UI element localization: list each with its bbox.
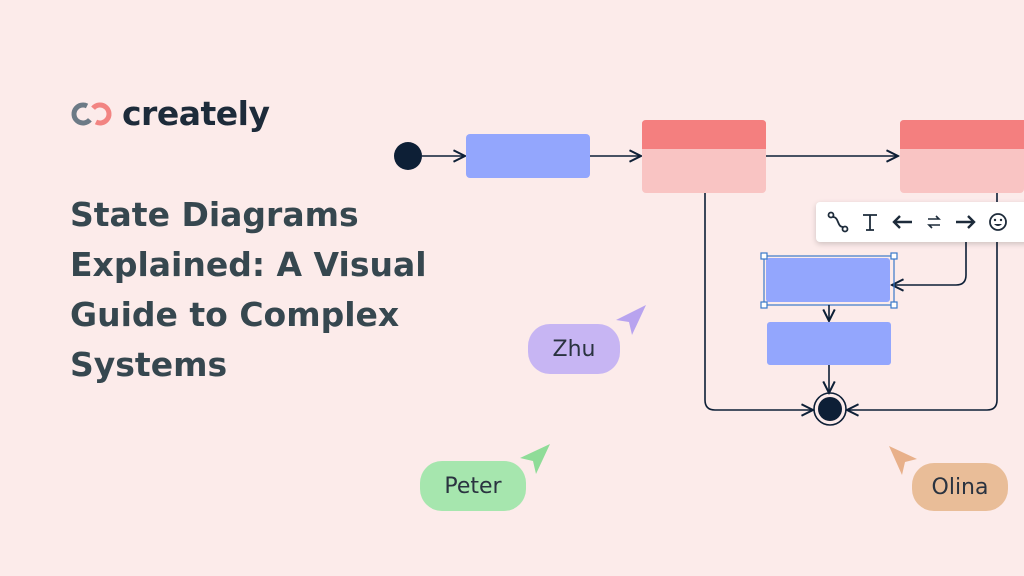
text-icon[interactable] — [854, 206, 886, 238]
resize-handle[interactable] — [760, 301, 768, 309]
state-box-blue[interactable] — [767, 322, 891, 365]
initial-state-node[interactable] — [394, 142, 422, 170]
transition-arrow — [704, 193, 813, 410]
resize-handle[interactable] — [890, 301, 898, 309]
peter-cursor-icon — [520, 444, 550, 474]
brand-name: creately — [122, 94, 270, 133]
collaborator-label-zhu: Zhu — [528, 324, 620, 374]
arrow-left-icon[interactable] — [886, 206, 918, 238]
olina-cursor-icon — [889, 446, 917, 475]
state-box-selected[interactable] — [760, 252, 898, 309]
swap-icon[interactable] — [918, 206, 950, 238]
state-box-red[interactable] — [642, 120, 766, 193]
final-state-node[interactable] — [813, 392, 847, 426]
transition-arrow — [847, 193, 998, 410]
collaborator-label-peter: Peter — [420, 461, 526, 511]
emoji-icon[interactable] — [982, 206, 1014, 238]
collaborator-label-olina: Olina — [912, 463, 1008, 511]
brand-logo: creately — [70, 94, 270, 133]
resize-handle[interactable] — [890, 252, 898, 260]
transition-arrow — [892, 242, 967, 285]
connector-icon[interactable] — [822, 206, 854, 238]
creately-logo-icon — [71, 101, 112, 125]
page-title: State Diagrams Explained: A Visual Guide… — [70, 195, 427, 384]
shape-toolbar — [816, 202, 1024, 242]
arrow-right-icon[interactable] — [950, 206, 982, 238]
resize-handle[interactable] — [760, 252, 768, 260]
zhu-cursor-icon — [616, 305, 646, 335]
state-box-red[interactable] — [900, 120, 1024, 193]
state-box-blue[interactable] — [466, 134, 590, 178]
